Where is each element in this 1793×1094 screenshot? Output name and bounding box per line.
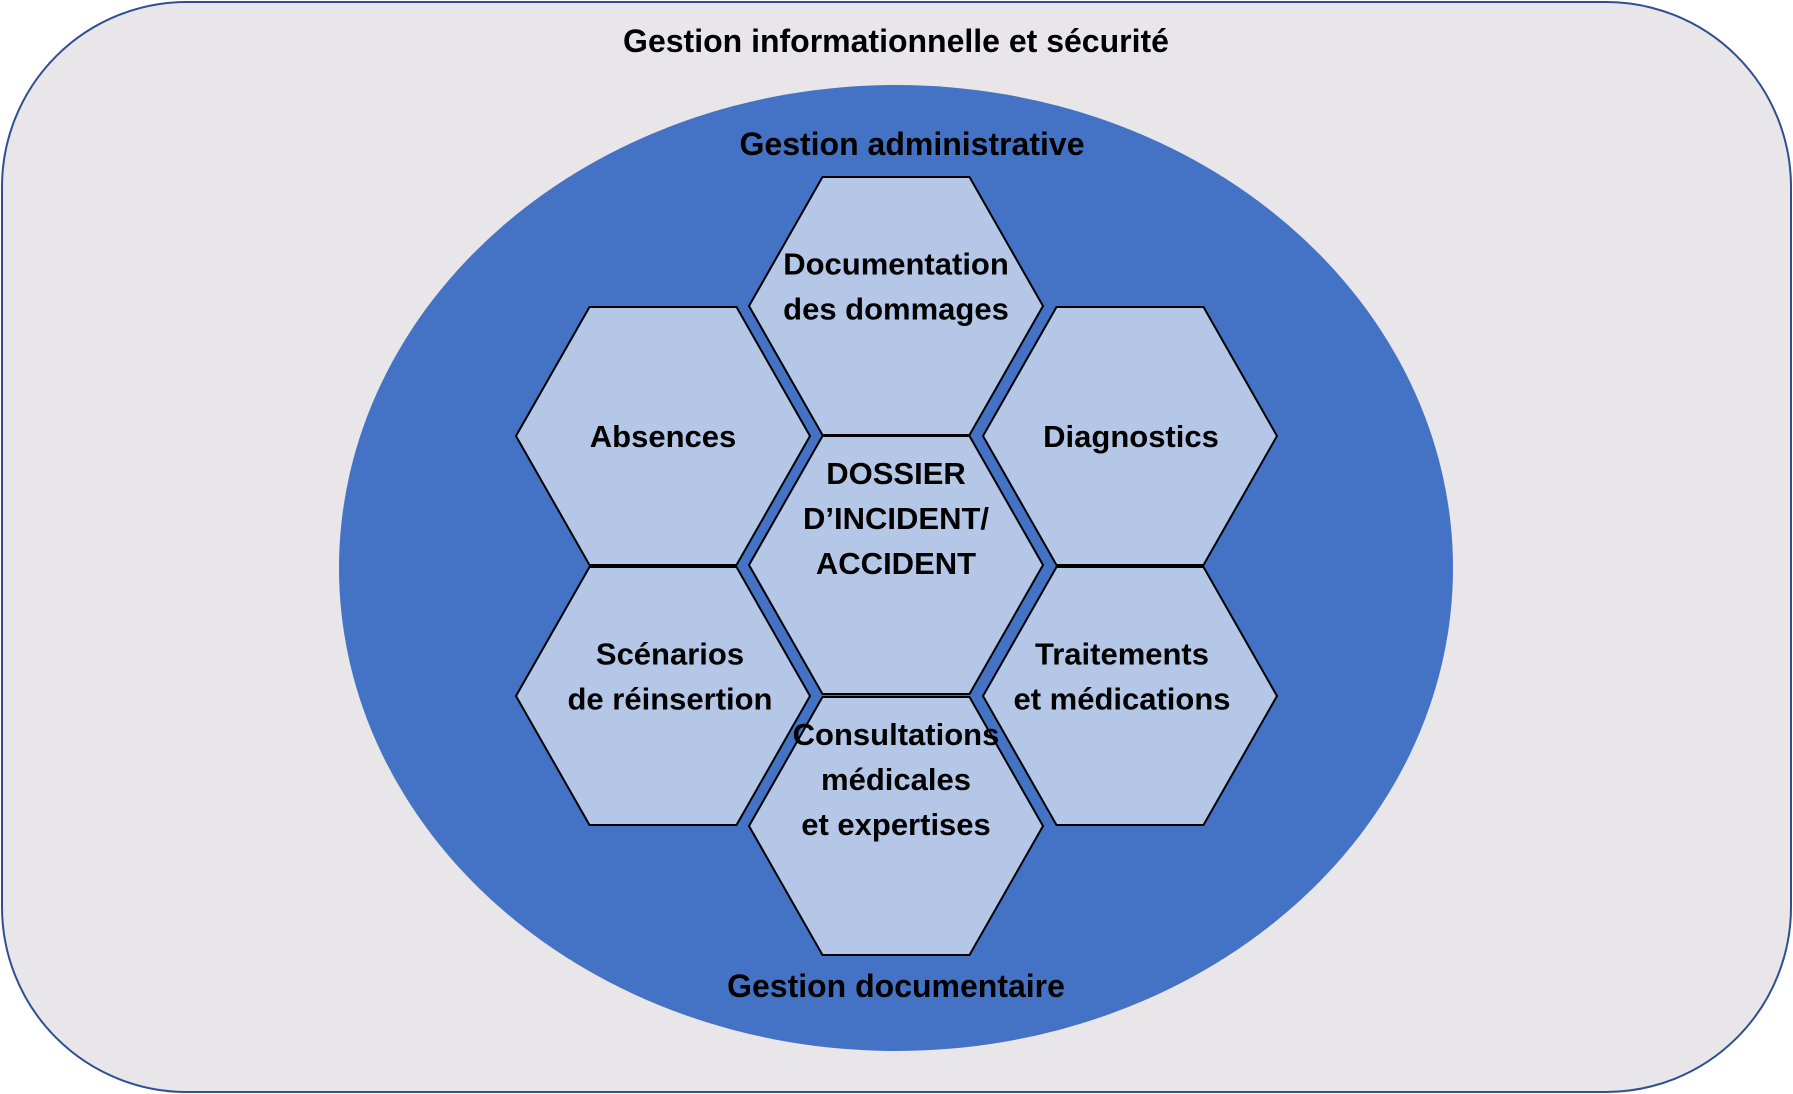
hexagon-label-lower-right-line-1: Traitements [1035, 637, 1209, 672]
hexagon-label-upper-right-line-1: Diagnostics [1043, 419, 1219, 454]
hexagon-cluster: DOSSIER D’INCIDENT/ACCIDENT Documentation d… [514, 176, 1279, 956]
hexagon-lower-left: Scénarios de réinsertion [514, 566, 812, 826]
hexagon-shape-upper-right [981, 306, 1279, 566]
ellipse-bottom-label: Gestion documentaire [727, 968, 1065, 1004]
hexagon-center: DOSSIER D’INCIDENT/ACCIDENT [747, 435, 1045, 695]
hexagon-label-top-line-2: des dommages [783, 292, 1009, 327]
hexagon-label-top-line-1: Documentation [783, 247, 1009, 282]
hexagon-bottom: Consultations médicales et expertises [747, 696, 1045, 956]
hexagon-shape-lower-left [514, 566, 812, 826]
outer-panel-title: Gestion informationnelle et sécurité [623, 23, 1169, 59]
hexagon-upper-right: Diagnostics [981, 306, 1279, 566]
hexagon-lower-right: Traitements et médications [981, 566, 1279, 826]
hexagon-label-bottom-line-3: et expertises [801, 807, 991, 842]
hexagon-top: Documentation des dommages [747, 176, 1045, 436]
hexagon-upper-left: Absences [514, 306, 812, 566]
hexagon-label-center-line-2: D’INCIDENT/ [803, 501, 989, 536]
hexagon-label-bottom-line-2: médicales [821, 762, 971, 797]
hexagon-label-lower-left-line-2: de réinsertion [568, 682, 773, 717]
ellipse-top-label: Gestion administrative [740, 126, 1085, 162]
hexagon-shape-top [747, 176, 1045, 436]
hexagon-label-bottom-line-1: Consultations [793, 717, 1000, 752]
hexagon-shape-bottom [747, 696, 1045, 956]
hexagon-label-upper-left-line-1: Absences [590, 419, 736, 454]
hexagon-label-lower-left-line-1: Scénarios [596, 637, 744, 672]
hexagon-shape-upper-left [514, 306, 812, 566]
hexagon-label-lower-right-line-2: et médications [1013, 682, 1230, 717]
hexagon-label-center-line-3: ACCIDENT [816, 546, 976, 581]
hexagon-label-center-line-1: DOSSIER [826, 456, 966, 491]
hexagon-shape-lower-right [981, 566, 1279, 826]
